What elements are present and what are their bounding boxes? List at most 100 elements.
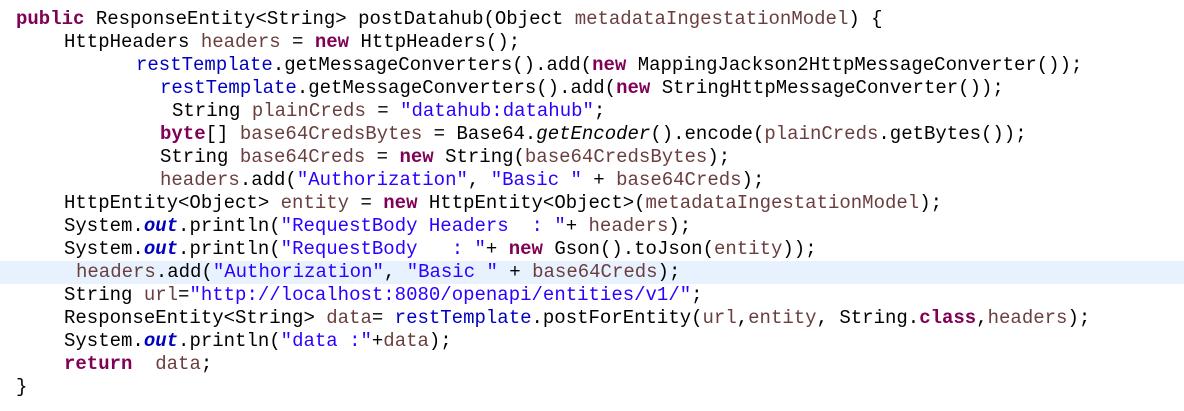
code-line-text: byte[] base64CredsBytes = Base64.getEnco… (160, 123, 1027, 146)
code-token: entity (280, 192, 350, 214)
code-token: ); (919, 192, 943, 214)
code-token: new (399, 146, 434, 168)
code-token: , (467, 169, 491, 191)
code-token: ().encode( (650, 123, 765, 145)
code-line[interactable]: System.out.println("RequestBody : "+ new… (0, 238, 1184, 261)
code-token: ); (668, 215, 692, 237)
code-token: headers (200, 31, 281, 53)
code-line-text: restTemplate.getMessageConverters().add(… (136, 54, 1082, 77)
code-token: ; (593, 100, 606, 122)
code-line[interactable]: ResponseEntity<String> data= restTemplat… (0, 307, 1184, 330)
code-token: restTemplate (394, 307, 532, 329)
code-token: url (143, 284, 179, 306)
code-line-text: headers.add("Authorization", "Basic " + … (160, 169, 764, 192)
code-token: data (326, 307, 372, 329)
code-token: new (592, 54, 627, 76)
code-token: .getBytes()); (878, 123, 1027, 145)
code-token: , String. (816, 307, 920, 329)
code-token: new (616, 77, 651, 99)
code-line[interactable]: return data; (0, 353, 1184, 376)
code-line-text: String url="http://localhost:8080/openap… (64, 284, 703, 307)
code-line-text: headers.add("Authorization", "Basic " + … (76, 261, 680, 284)
code-token: )); (782, 238, 817, 260)
code-token: metadataIngestationModel (645, 192, 920, 214)
code-token: HttpEntity<Object>( (417, 192, 646, 214)
code-line[interactable]: String base64Creds = new String(base64Cr… (0, 146, 1184, 169)
code-token: System. (64, 215, 144, 237)
code-token: new (314, 31, 350, 53)
code-token: out (143, 215, 179, 237)
code-line[interactable]: headers.add("Authorization", "Basic " + … (0, 169, 1184, 192)
code-line-text: String plainCreds = "datahub:datahub"; (172, 100, 605, 123)
code-line[interactable]: String url="http://localhost:8080/openap… (0, 284, 1184, 307)
code-token: "Basic " (406, 261, 498, 283)
code-token: restTemplate (160, 77, 297, 99)
code-token: plainCreds (251, 100, 366, 122)
code-line[interactable]: String plainCreds = "datahub:datahub"; (0, 100, 1184, 123)
code-token: } (16, 376, 28, 398)
code-line[interactable]: System.out.println("data :"+data); (0, 330, 1184, 353)
code-token: HttpHeaders (64, 31, 201, 53)
code-token: new (508, 238, 543, 260)
code-line-text: HttpHeaders headers = new HttpHeaders(); (64, 31, 520, 54)
code-line[interactable]: byte[] base64CredsBytes = Base64.getEnco… (0, 123, 1184, 146)
code-token: .add( (239, 169, 297, 191)
code-line-text: ResponseEntity<String> data= restTemplat… (64, 307, 1090, 330)
code-line[interactable]: public ResponseEntity<String> postDatahu… (0, 8, 1184, 31)
code-token: String (172, 100, 252, 122)
code-token: restTemplate (136, 54, 273, 76)
code-token: + (485, 238, 509, 260)
code-line-text: System.out.println("data :"+data); (64, 330, 452, 353)
code-token: class (919, 307, 977, 329)
code-token: + (565, 215, 589, 237)
code-token: byte (160, 123, 206, 145)
code-token: ); (657, 261, 681, 283)
code-token: = (178, 284, 190, 306)
code-token: ResponseEntity<String> postDatahub(Objec… (84, 8, 575, 30)
code-token: ResponseEntity<String> (64, 307, 327, 329)
code-token: ); (707, 146, 731, 168)
code-line[interactable]: HttpHeaders headers = new HttpHeaders(); (0, 31, 1184, 54)
code-line-text: System.out.println("RequestBody Headers … (64, 215, 691, 238)
code-token: MappingJackson2HttpMessageConverter()); (626, 54, 1083, 76)
code-token: headers (588, 215, 669, 237)
code-token: data (155, 353, 201, 375)
code-token: out (143, 238, 179, 260)
code-token: HttpEntity<Object> (64, 192, 281, 214)
code-token: .getMessageConverters().add( (296, 77, 617, 99)
code-line-text: public ResponseEntity<String> postDatahu… (16, 8, 883, 31)
code-token: , (976, 307, 988, 329)
code-token: System. (64, 238, 144, 260)
code-token: base64Creds (532, 261, 658, 283)
code-token: "Basic " (490, 169, 582, 191)
code-line[interactable]: HttpEntity<Object> entity = new HttpEnti… (0, 192, 1184, 215)
code-token: .postForEntity( (531, 307, 703, 329)
code-line-text: return data; (64, 353, 212, 376)
code-line-text: String base64Creds = new String(base64Cr… (160, 146, 730, 169)
code-token: HttpHeaders(); (349, 31, 521, 53)
code-token: = (280, 31, 315, 53)
code-line[interactable]: restTemplate.getMessageConverters().add(… (0, 54, 1184, 77)
code-line[interactable]: } (0, 376, 1184, 399)
code-token: "data :" (280, 330, 372, 352)
code-token: new (383, 192, 418, 214)
code-token: = (371, 307, 395, 329)
code-token: ; (200, 353, 213, 375)
code-token: .add( (155, 261, 213, 283)
code-token: String (160, 146, 240, 168)
code-token: getEncoder (536, 123, 651, 145)
code-token: plainCreds (764, 123, 879, 145)
code-token: + (371, 330, 384, 352)
code-token: base64Creds (616, 169, 742, 191)
code-token: StringHttpMessageConverter()); (650, 77, 1004, 99)
current-line[interactable]: headers.add("Authorization", "Basic " + … (0, 261, 1184, 284)
code-token: + (497, 261, 533, 283)
code-line-text: HttpEntity<Object> entity = new HttpEnti… (64, 192, 942, 215)
code-token: "Authorization" (212, 261, 384, 283)
code-token: String( (433, 146, 525, 168)
code-token: headers (160, 169, 240, 191)
code-line[interactable]: System.out.println("RequestBody Headers … (0, 215, 1184, 238)
code-token: .println( (178, 215, 281, 237)
code-line[interactable]: restTemplate.getMessageConverters().add(… (0, 77, 1184, 100)
